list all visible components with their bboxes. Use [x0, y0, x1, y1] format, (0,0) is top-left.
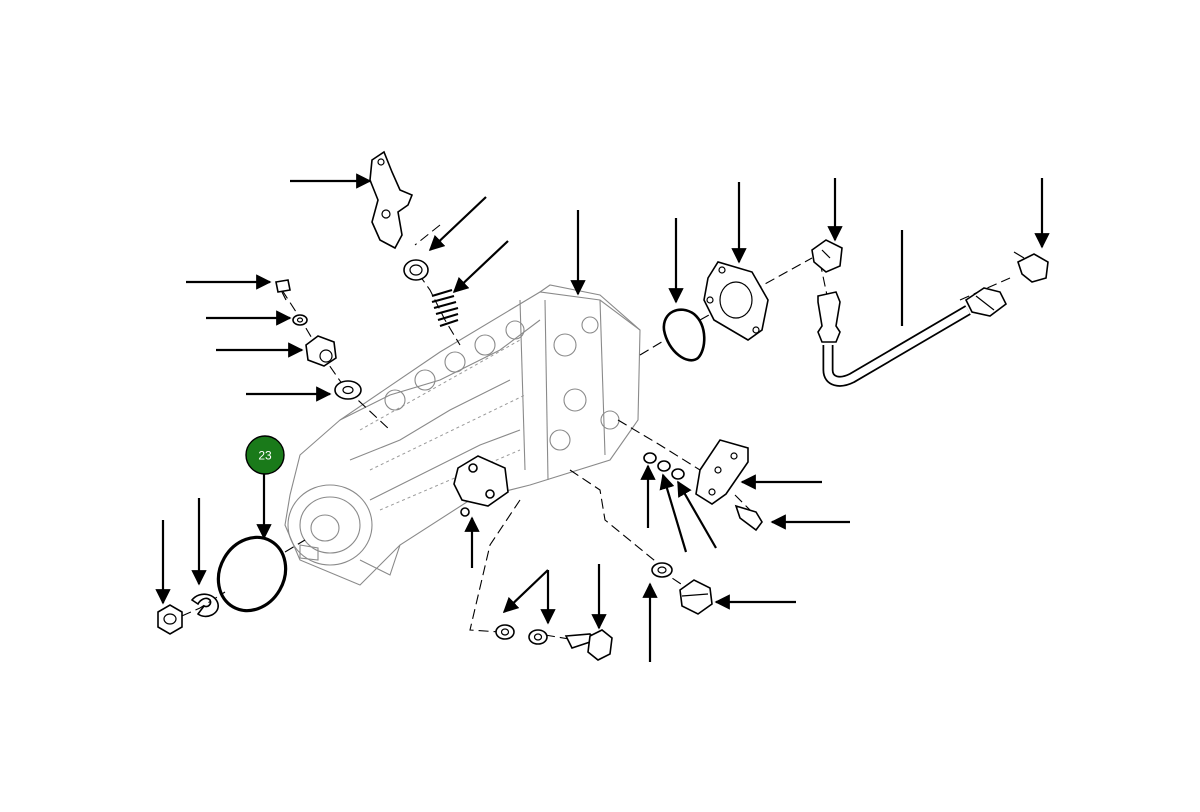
cover-plate: [703, 261, 769, 341]
set-screw: [734, 504, 763, 532]
small-screw: [275, 279, 291, 301]
fuel-line: [817, 287, 1008, 387]
plug-washer: [651, 562, 673, 578]
hollow-bolt: [564, 629, 613, 661]
bottom-washer-left: [495, 624, 515, 640]
hex-nut: [157, 604, 183, 635]
o-ring: [216, 535, 288, 613]
assembly-centerlines: [167, 224, 1011, 641]
connector-fitting: [1013, 251, 1049, 283]
leader-arrows: [155, 173, 1050, 662]
valve-fitting: [305, 335, 337, 367]
lever-bracket: [369, 150, 414, 250]
small-washers-pair: [643, 452, 685, 480]
compression-spring: [431, 288, 459, 328]
mounting-bracket: [695, 439, 749, 505]
lock-washer: [190, 593, 219, 618]
adjusting-nut: [403, 259, 429, 281]
sealing-washer: [334, 380, 362, 400]
elbow-fitting: [811, 239, 843, 273]
cover-gasket: [662, 308, 706, 362]
small-washer: [292, 314, 308, 326]
hex-plug: [679, 579, 713, 615]
callout-label: 23: [258, 449, 272, 463]
injection-pump-housing: [284, 284, 641, 586]
bottom-washer-right: [528, 629, 548, 645]
callout-badge-23[interactable]: 23: [245, 435, 285, 475]
inspection-cover: [453, 455, 509, 517]
